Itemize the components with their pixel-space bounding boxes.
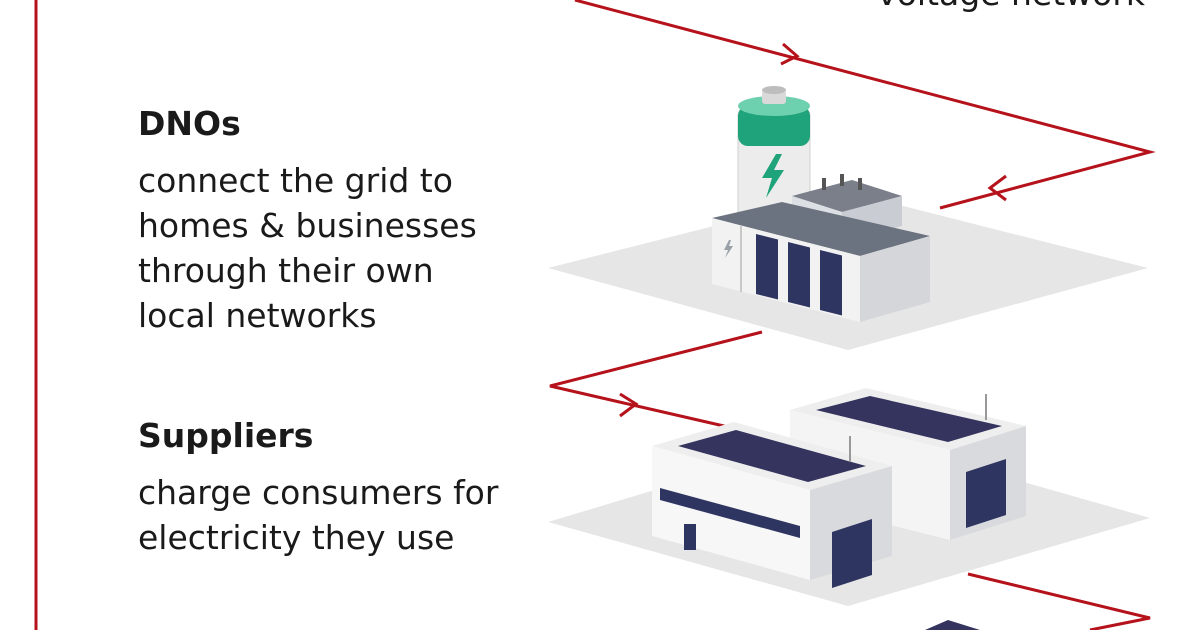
dno-description-line: homes & businesses xyxy=(138,206,477,245)
next-building-roof xyxy=(925,620,980,630)
flow-path-bottom xyxy=(967,572,1151,630)
cabinet-roof xyxy=(712,202,930,256)
battery-terminal xyxy=(762,90,786,104)
battery-cap xyxy=(738,96,810,116)
solar-panel xyxy=(816,396,1002,442)
loading-door xyxy=(832,519,872,588)
insulator xyxy=(858,178,862,190)
cabinet-door xyxy=(788,242,810,308)
dno-section: DNOs connect the grid to homes & busines… xyxy=(138,104,477,338)
dno-description-line: local networks xyxy=(138,296,377,335)
suppliers-heading: Suppliers xyxy=(138,416,314,455)
factory-buildings-icon xyxy=(548,388,1150,606)
battery-charge-band xyxy=(738,106,810,146)
suppliers-description-line: charge consumers for xyxy=(138,473,499,512)
partial-voltage-network-label: voltage network xyxy=(877,0,1145,14)
dno-description: connect the grid to homes & businesses t… xyxy=(138,158,477,338)
suppliers-section: Suppliers charge consumers for electrici… xyxy=(138,416,498,560)
battery-terminal-top xyxy=(762,86,786,94)
arrow-right-icon xyxy=(619,392,639,418)
entrance-door xyxy=(684,524,696,550)
insulator xyxy=(822,178,826,190)
lightning-bolt-icon xyxy=(762,154,784,198)
battery-storage-icon xyxy=(548,86,1148,350)
cabinet-door xyxy=(756,234,778,300)
window-strip xyxy=(660,488,800,538)
insulator xyxy=(840,174,844,186)
arrow-right-icon xyxy=(780,42,800,66)
dno-description-line: connect the grid to xyxy=(138,161,453,200)
dno-heading: DNOs xyxy=(138,104,241,143)
transformer-top xyxy=(792,180,902,212)
loading-door xyxy=(966,459,1006,528)
suppliers-description: charge consumers for electricity they us… xyxy=(138,470,498,560)
cabinet-bolt-icon xyxy=(724,240,733,258)
cabinet-side xyxy=(860,236,930,322)
suppliers-description-line: electricity they use xyxy=(138,518,455,557)
solar-panel xyxy=(678,430,866,482)
cabinet-door xyxy=(820,250,842,316)
arrow-left-icon xyxy=(987,174,1007,202)
flow-path-top xyxy=(574,0,1156,210)
dno-description-line: through their own xyxy=(138,251,434,290)
flow-path-middle xyxy=(549,330,763,434)
